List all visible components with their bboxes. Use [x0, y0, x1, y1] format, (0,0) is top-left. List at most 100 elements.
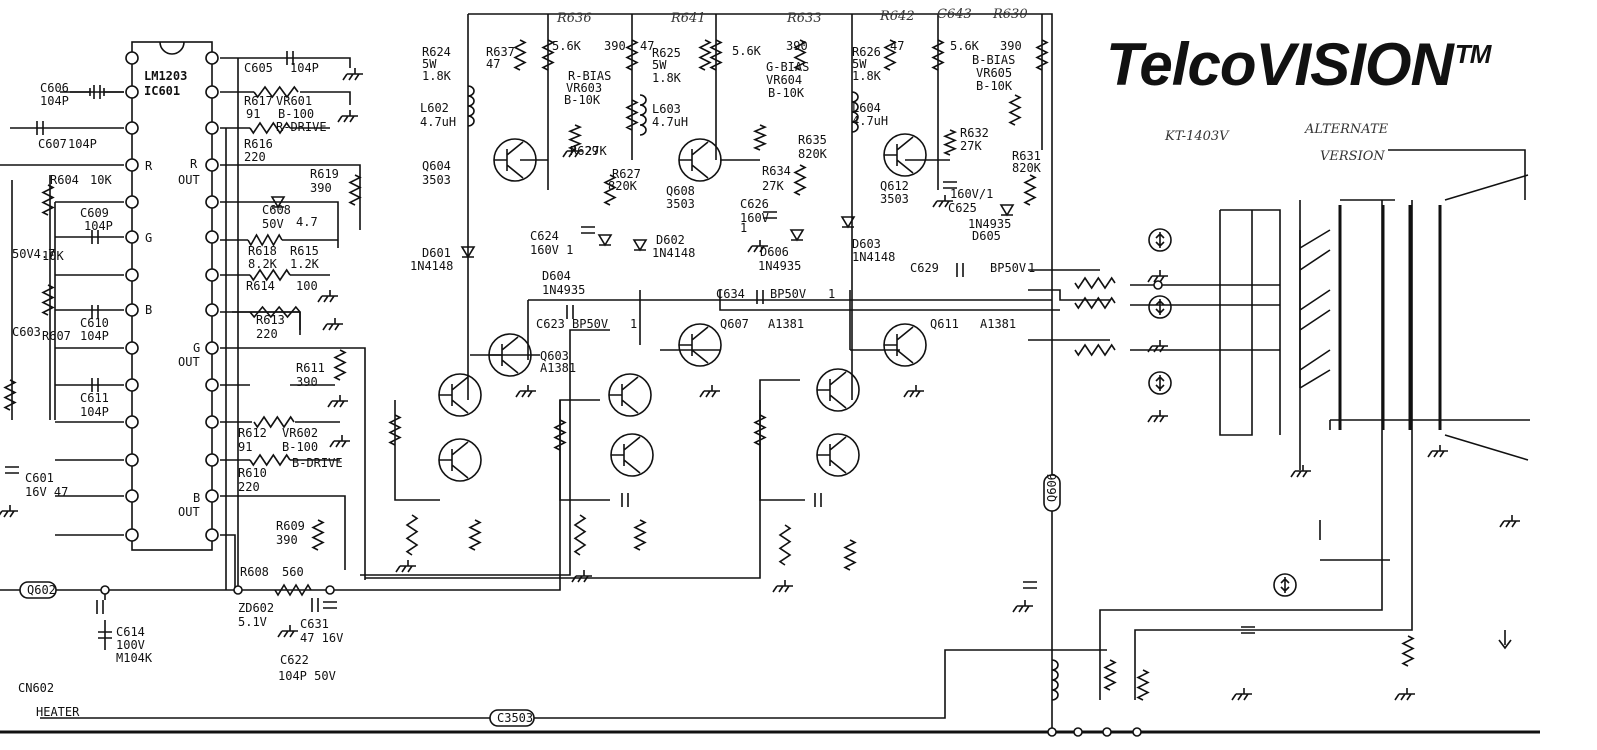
ic-pin-left: [125, 195, 139, 209]
resistor: [633, 519, 647, 551]
capacitors: [5, 51, 1255, 639]
diode: [789, 229, 805, 242]
diode: [999, 204, 1015, 217]
inductor: [639, 94, 647, 136]
component-label: 560: [282, 565, 304, 579]
crt-grids: [1338, 174, 1529, 461]
component-label: 10K: [90, 173, 112, 187]
component-label: 4.7uH: [652, 115, 688, 129]
resistor: [41, 184, 55, 216]
capacitor: [323, 601, 337, 609]
component-label: 160V/1: [950, 187, 993, 201]
resistor: [468, 519, 482, 551]
component-label: R604: [50, 173, 79, 187]
diode: [632, 239, 648, 252]
component-label: D606: [760, 245, 789, 259]
component-label: G-BIAS: [766, 60, 809, 74]
ic-pin-right: [205, 341, 219, 355]
capacitor: [93, 85, 101, 99]
tag-87v: Q606: [1045, 473, 1059, 502]
ic-pin-right: [205, 121, 219, 135]
transistors: [438, 133, 927, 482]
component-label: 104P: [80, 405, 109, 419]
resistor: [1008, 94, 1022, 126]
component-label: 160V: [740, 211, 769, 225]
component-label: C609: [80, 206, 109, 220]
component-label: M104K: [116, 651, 153, 665]
resistor: [249, 268, 291, 282]
component-label: R627: [612, 167, 641, 181]
ic-pin-left: [125, 415, 139, 429]
component-label: 1: [630, 317, 637, 331]
component-label: 104P 50V: [278, 669, 336, 683]
ic-out: OUT: [178, 505, 200, 519]
capacitor: [286, 51, 294, 65]
ic-out: OUT: [178, 355, 200, 369]
component-label: 3503: [422, 173, 451, 187]
component-label: R-DRIVE: [276, 120, 327, 134]
component-label: R608: [240, 565, 269, 579]
ground: [327, 395, 348, 408]
component-label: 91: [246, 107, 260, 121]
component-label: C601: [25, 471, 54, 485]
component-label: R613: [256, 313, 285, 327]
resistor: [249, 121, 291, 135]
handwritten-label: R641: [670, 11, 706, 26]
component-label: C625: [948, 201, 977, 215]
component-label: R617: [244, 94, 273, 108]
capacitor: [91, 230, 99, 244]
capacitor: [96, 600, 104, 614]
brand-tm: TM: [1454, 39, 1492, 69]
spark-gap: [1148, 228, 1172, 252]
ground: [342, 68, 363, 81]
junction: [1153, 280, 1163, 290]
component-label: D604: [542, 269, 571, 283]
component-label: R611: [296, 361, 325, 375]
resistor: [942, 129, 958, 156]
capacitor: [621, 493, 629, 507]
ground: [322, 318, 343, 331]
component-label: C626: [740, 197, 769, 211]
resistor: [247, 233, 283, 247]
component-label: R612: [238, 426, 267, 440]
component-label: C634: [716, 287, 745, 301]
ic-out: G: [193, 341, 200, 355]
ic-pin-b: B: [145, 303, 152, 317]
component-label: C623: [536, 317, 565, 331]
ground: [1394, 688, 1415, 701]
component-label: A1381: [980, 317, 1016, 331]
component-label: D605: [972, 229, 1001, 243]
component-label: 220: [244, 150, 266, 164]
transistor-leads: [494, 141, 524, 179]
component-label: 4.7uH: [420, 115, 456, 129]
component-label: L602: [420, 101, 449, 115]
capacitor: [566, 305, 574, 319]
component-label: R614: [246, 279, 275, 293]
component-label: 100: [296, 279, 318, 293]
component-label: B-DRIVE: [292, 456, 343, 470]
spark-gap: [1273, 573, 1297, 597]
capacitor: [36, 121, 44, 135]
capacitor: [5, 466, 19, 474]
resistor: [253, 85, 299, 99]
component-label: R637: [486, 45, 515, 59]
ground: [699, 385, 720, 398]
component-label: 104P: [80, 329, 109, 343]
component-label: 390: [296, 375, 318, 389]
capacitor: [756, 290, 764, 304]
ic-pin-left: [125, 341, 139, 355]
ground: [317, 290, 338, 303]
component-label: 1.8K: [652, 71, 682, 85]
inductor: [467, 85, 475, 127]
resistor: [567, 124, 583, 151]
component-label: C611: [80, 391, 109, 405]
component-label: 5W: [652, 58, 667, 72]
ground: [1147, 270, 1168, 283]
component-label: VR605: [976, 66, 1012, 80]
transistor-leads: [609, 376, 639, 414]
component-label: R616: [244, 137, 273, 151]
component-label: C624: [530, 229, 559, 243]
capacitor: [1241, 626, 1255, 634]
capacitor: [943, 181, 957, 189]
capacitor: [311, 598, 319, 612]
